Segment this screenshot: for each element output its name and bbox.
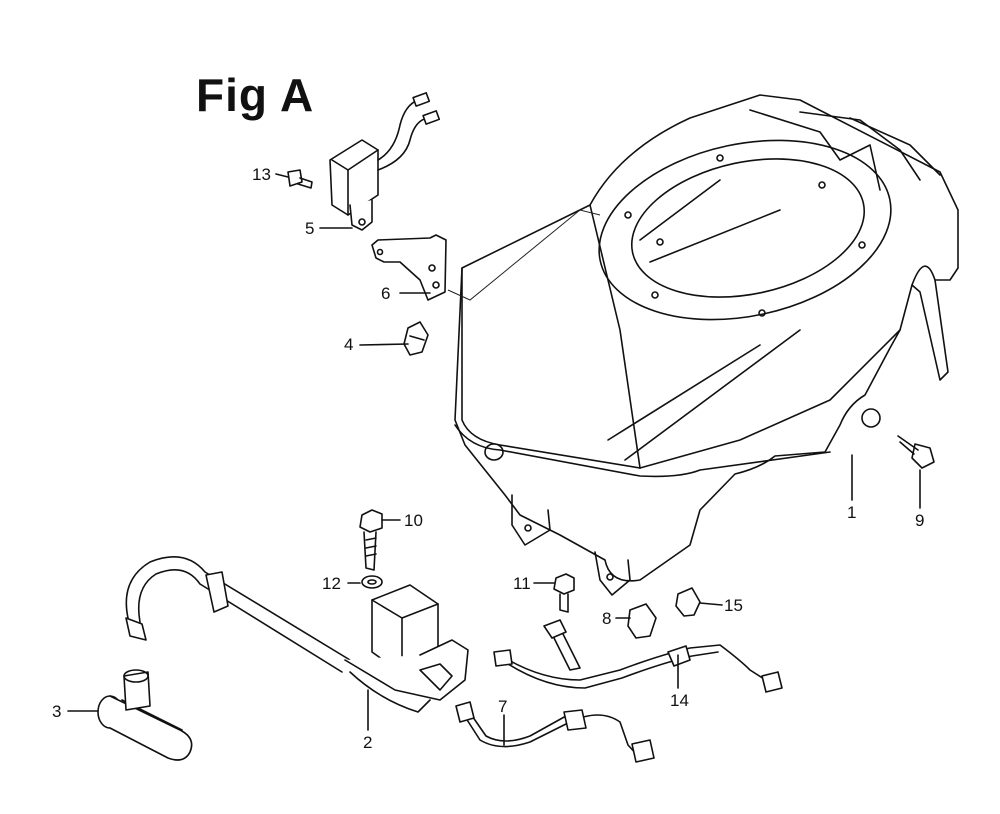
bolt-part-11[interactable] <box>553 573 575 613</box>
label-7: 7 <box>498 697 507 716</box>
bolt-part-10[interactable] <box>359 509 383 571</box>
label-15: 15 <box>724 596 743 615</box>
wire-harness-part-14[interactable] <box>493 619 783 693</box>
label-1: 1 <box>847 503 856 522</box>
label-14: 14 <box>670 691 689 710</box>
label-10: 10 <box>404 511 423 530</box>
part-number-labels: 13 5 6 4 1 9 10 12 11 8 15 14 2 3 7 <box>52 165 924 752</box>
assembly-guide-line <box>447 209 601 301</box>
label-13: 13 <box>252 165 271 184</box>
washer-part-12[interactable] <box>361 575 383 589</box>
label-2: 2 <box>363 733 372 752</box>
leader-lines <box>67 173 921 746</box>
control-module-part[interactable] <box>329 92 441 231</box>
shroud-cover-part[interactable] <box>454 94 959 596</box>
label-3: 3 <box>52 702 61 721</box>
label-12: 12 <box>322 574 341 593</box>
ignition-coil-part[interactable] <box>125 556 469 713</box>
label-5: 5 <box>305 219 314 238</box>
bolt-part-9[interactable] <box>897 435 935 469</box>
clip-part-8[interactable] <box>627 603 657 639</box>
clip-part-4[interactable] <box>403 321 429 356</box>
label-8: 8 <box>602 609 611 628</box>
bracket-part[interactable] <box>371 234 447 301</box>
label-9: 9 <box>915 511 924 530</box>
clip-part-15[interactable] <box>675 587 701 617</box>
label-11: 11 <box>513 574 531 593</box>
spark-plug-cap-part[interactable] <box>97 669 193 761</box>
screw-part-13[interactable] <box>287 169 313 189</box>
figure-title: Fig A <box>196 69 315 121</box>
label-4: 4 <box>344 335 353 354</box>
label-6: 6 <box>381 284 390 303</box>
wire-harness-part-7[interactable] <box>455 701 655 763</box>
